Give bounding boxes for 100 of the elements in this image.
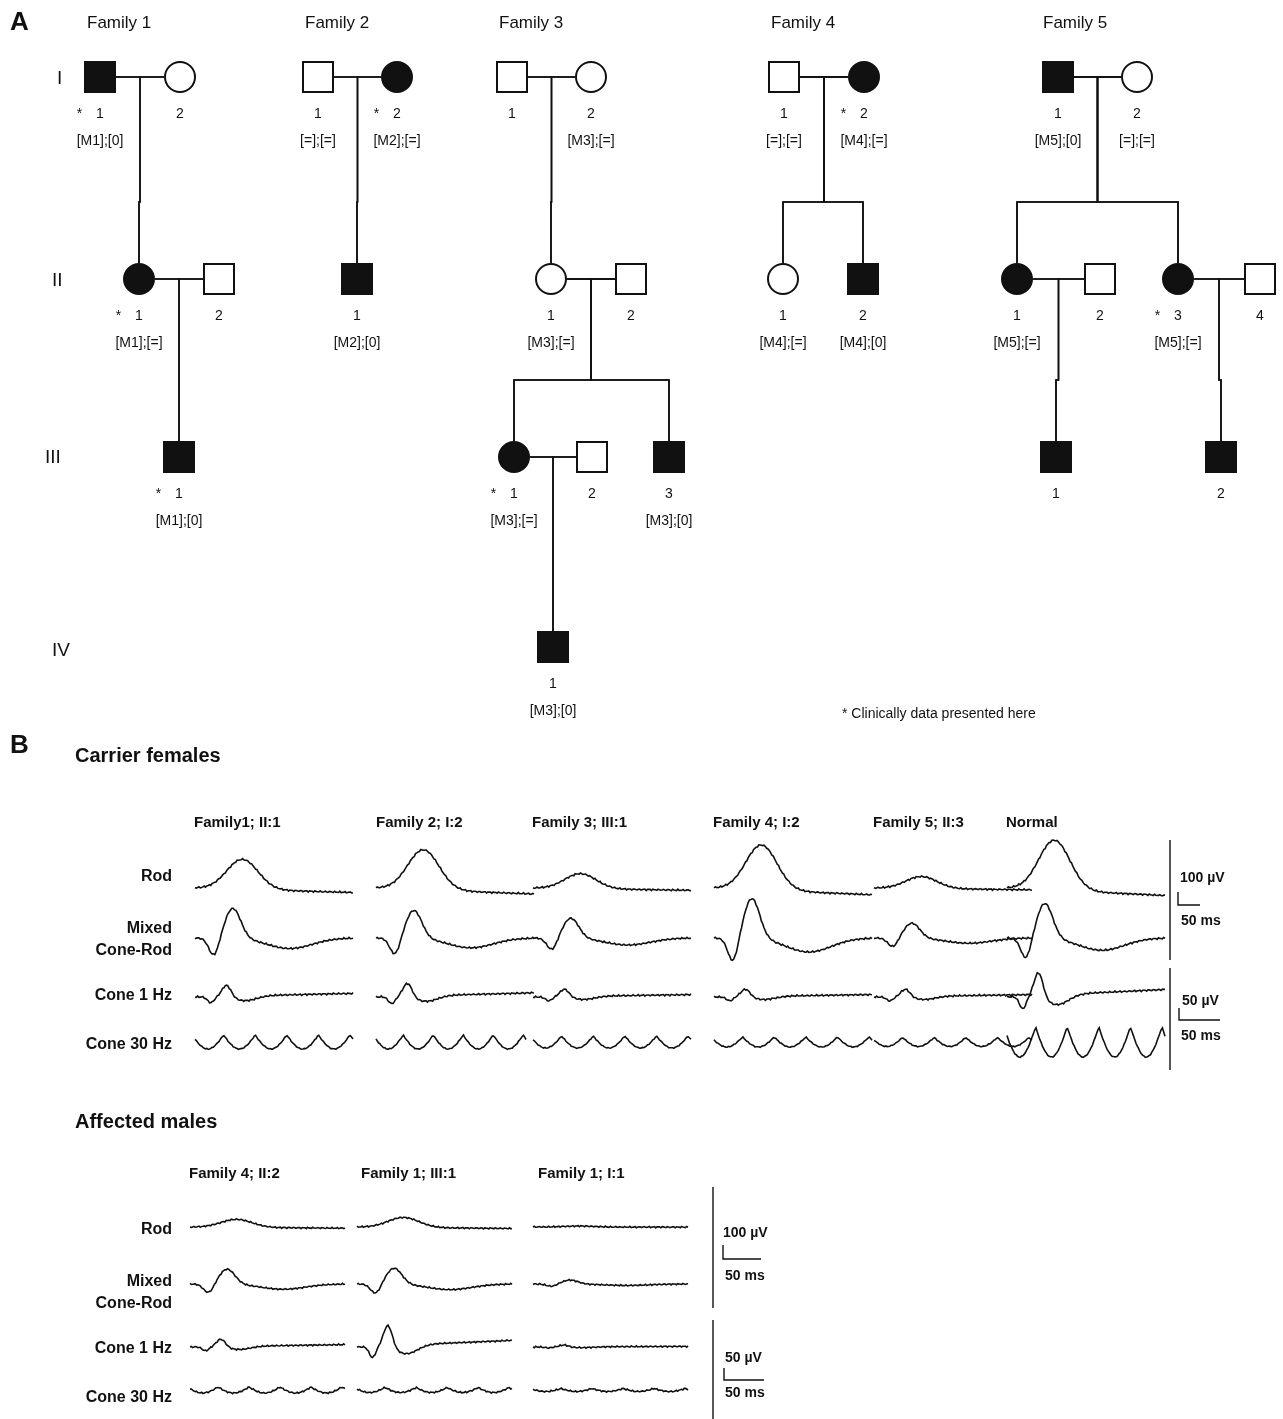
individual-number: 1 [780, 105, 788, 121]
male-square [615, 263, 647, 295]
section-heading: Carrier females [75, 743, 221, 768]
individual-number: 1 [508, 105, 516, 121]
genotype-label: [M4];[=] [840, 131, 888, 150]
male-square [341, 263, 373, 295]
male-square [496, 61, 528, 93]
scale-label: 50 µV [1182, 991, 1219, 1010]
individual-number: 2 [1217, 485, 1225, 501]
row-label: Cone 30 Hz [85, 1387, 172, 1407]
asterisk: * [840, 104, 847, 123]
male-square [847, 263, 879, 295]
individual-number: 1 [135, 307, 143, 323]
genotype-label: [M3];[0] [645, 511, 693, 530]
individual-number: 2 [587, 105, 595, 121]
column-heading: Family1; II:1 [194, 812, 281, 832]
panel-letter: A [10, 5, 29, 38]
family-title: Family 2 [305, 12, 370, 34]
individual-number: 1 [1054, 105, 1062, 121]
individual-number: 1 [779, 307, 787, 323]
pedigree-line [356, 76, 382, 264]
individual-number: 1 [1013, 307, 1021, 323]
male-square [1040, 441, 1072, 473]
column-heading: Family 5; II:3 [873, 812, 964, 832]
male-square [163, 441, 195, 473]
asterisk: * [155, 484, 162, 503]
genotype-label: [M3];[0] [529, 701, 577, 720]
generation-numeral: II [52, 268, 63, 292]
row-label: Mixed Cone-Rod [94, 918, 172, 960]
individual-number: 1 [96, 105, 104, 121]
genotype-label: [M5];[=] [1154, 333, 1202, 352]
scale-label: 50 ms [725, 1383, 765, 1402]
row-label: Cone 30 Hz [85, 1034, 172, 1054]
individual-number: 2 [1096, 307, 1104, 323]
scale-label: 100 µV [723, 1223, 768, 1242]
individual-number: 1 [1052, 485, 1060, 501]
family-title: Family 4 [771, 12, 836, 34]
individual-number: 1 [549, 675, 557, 691]
male-square [576, 441, 608, 473]
column-heading: Family 3; III:1 [532, 812, 628, 832]
pedigree-line [590, 278, 670, 442]
scale-label: 50 ms [1181, 1026, 1221, 1045]
row-label: Rod [140, 866, 172, 886]
individual-number: 3 [1174, 307, 1182, 323]
individual-number: 1 [175, 485, 183, 501]
individual-number: 1 [314, 105, 322, 121]
column-heading: Normal [1006, 812, 1058, 832]
family-title: Family 5 [1043, 12, 1108, 34]
individual-number: 2 [860, 105, 868, 121]
scale-label: 50 ms [725, 1266, 765, 1285]
column-heading: Family 1; I:1 [538, 1163, 625, 1183]
individual-number: 1 [547, 307, 555, 323]
footnote: * Clinically data presented here [842, 704, 1036, 723]
male-square [1042, 61, 1074, 93]
genotype-label: [M3];[=] [567, 131, 615, 150]
pedigree-line [1055, 278, 1085, 442]
individual-number: 2 [627, 307, 635, 323]
male-square [84, 61, 116, 93]
section-heading: Affected males [75, 1109, 218, 1134]
genotype-label: [M2];[0] [333, 333, 381, 352]
asterisk: * [76, 104, 83, 123]
column-heading: Family 2; I:2 [376, 812, 463, 832]
male-square [1205, 441, 1237, 473]
genotype-label: [M3];[=] [527, 333, 575, 352]
row-label: Mixed Cone-Rod [94, 1271, 172, 1313]
genotype-label: [=];[=] [1119, 131, 1155, 150]
genotype-label: [M4];[=] [759, 333, 807, 352]
asterisk: * [115, 306, 122, 325]
genotype-label: [=];[=] [300, 131, 336, 150]
genotype-label: [M1];[=] [115, 333, 163, 352]
genotype-label: [M2];[=] [373, 131, 421, 150]
genotype-label: [M5];[0] [1034, 131, 1082, 150]
family-title: Family 1 [87, 12, 152, 34]
individual-number: 2 [215, 307, 223, 323]
male-square [1244, 263, 1276, 295]
individual-number: 2 [393, 105, 401, 121]
scale-label: 50 µV [725, 1348, 762, 1367]
row-label: Rod [140, 1219, 172, 1239]
pedigree-line [550, 76, 576, 264]
column-heading: Family 4; I:2 [713, 812, 800, 832]
pedigree-line [178, 278, 204, 442]
asterisk: * [1154, 306, 1161, 325]
asterisk: * [490, 484, 497, 503]
male-square [302, 61, 334, 93]
male-square [203, 263, 235, 295]
genotype-label: [M3];[=] [490, 511, 538, 530]
row-label: Cone 1 Hz [94, 1338, 172, 1358]
individual-number: 2 [176, 105, 184, 121]
scale-label: 50 ms [1181, 911, 1221, 930]
generation-numeral: I [57, 66, 63, 90]
pedigree-line [1096, 76, 1179, 264]
family-title: Family 3 [499, 12, 564, 34]
row-label: Cone 1 Hz [94, 985, 172, 1005]
male-square [768, 61, 800, 93]
genotype-label: [M4];[0] [839, 333, 887, 352]
scale-label: 100 µV [1180, 868, 1225, 887]
column-heading: Family 1; III:1 [361, 1163, 457, 1183]
panel-letter: B [10, 728, 29, 761]
individual-number: 4 [1256, 307, 1264, 323]
individual-number: 2 [1133, 105, 1141, 121]
